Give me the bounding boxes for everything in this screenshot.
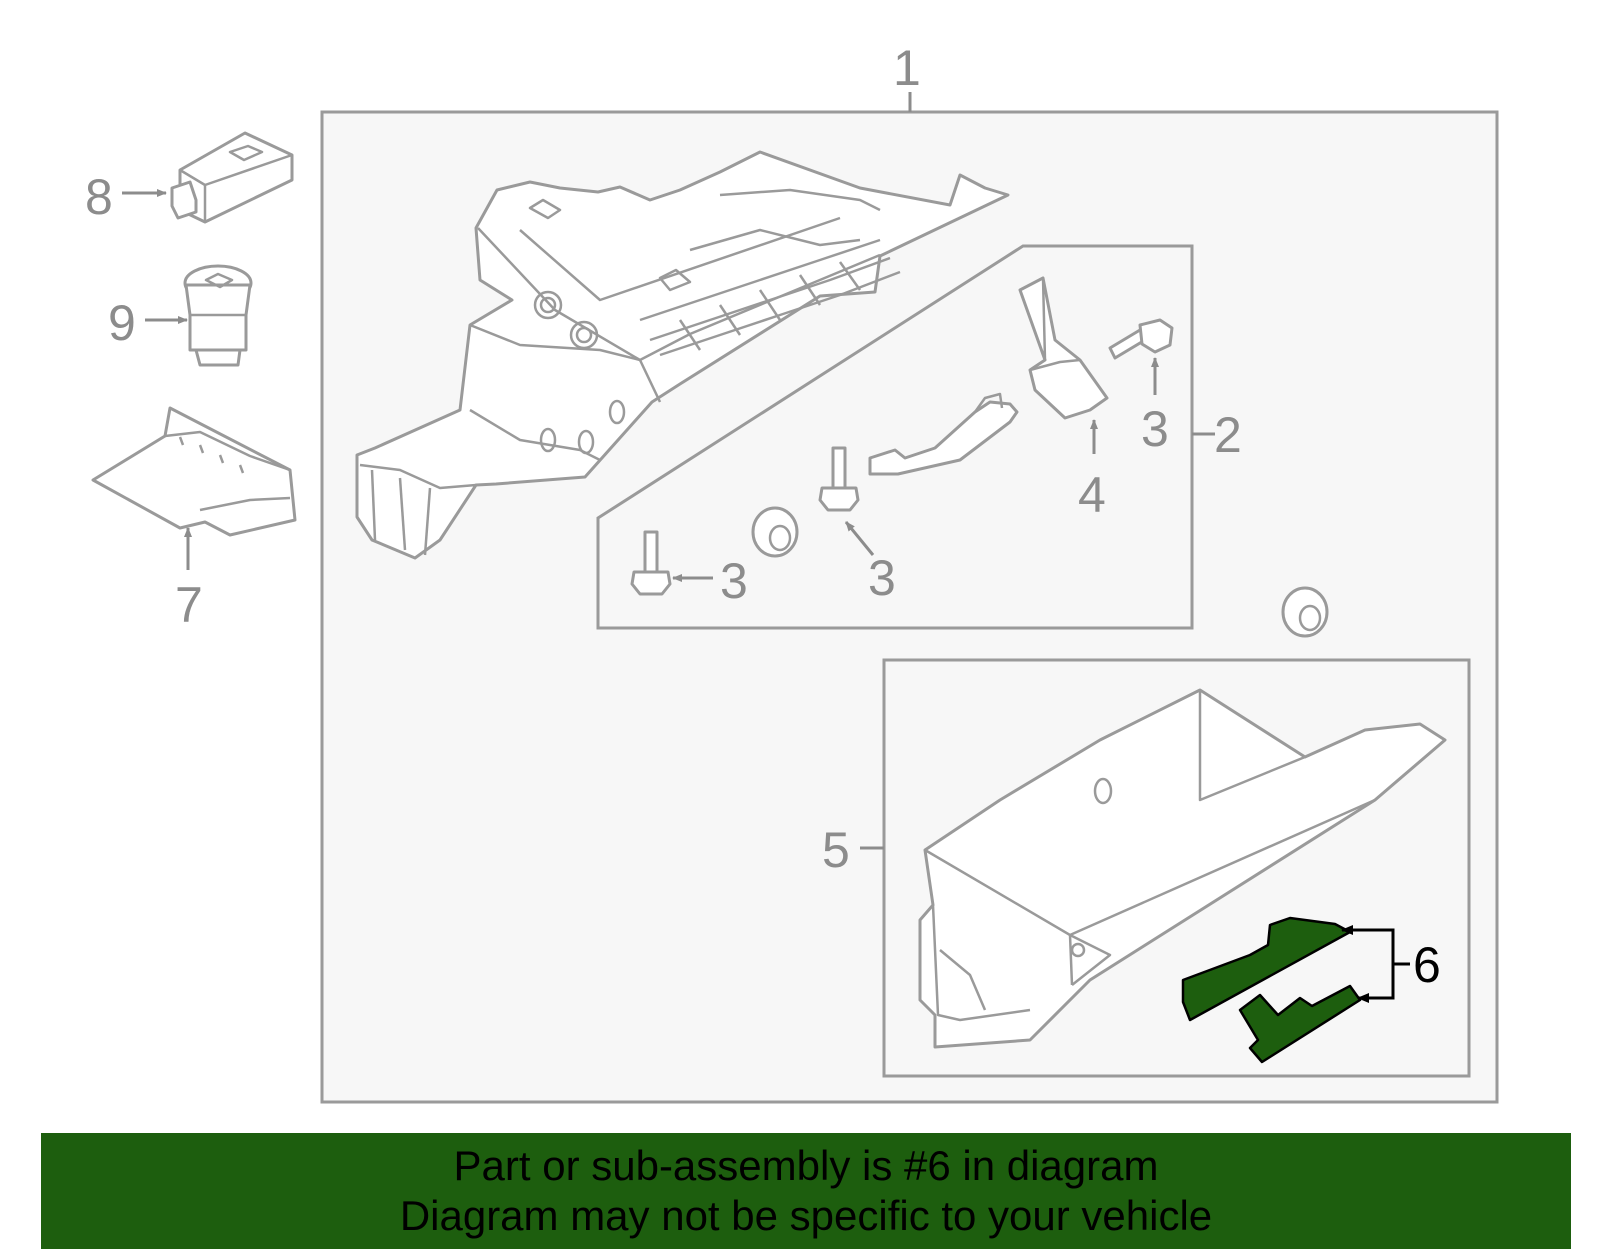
callout-9: 9 [108, 295, 136, 351]
part-8-module [170, 131, 294, 224]
leader-3b [844, 521, 875, 556]
dash-support-bracket [355, 150, 1010, 560]
callout-1: 1 [893, 40, 921, 96]
callout-5: 5 [822, 822, 850, 878]
callout-3-lower: 3 [720, 553, 748, 609]
part-6-highlighted [1181, 916, 1362, 1064]
banner-line-part: Part or sub-assembly is #6 in diagram [453, 1142, 1159, 1189]
bolt-lower-left [630, 530, 672, 596]
glove-box [918, 688, 1447, 1049]
callout-4: 4 [1078, 467, 1106, 523]
callout-3-upper: 3 [1141, 401, 1169, 457]
bumper-grommet-2 [1281, 586, 1329, 638]
callout-6: 6 [1413, 937, 1441, 993]
hinge-bracket [868, 392, 1019, 476]
glove-box-latch [1018, 276, 1109, 420]
callout-7: 7 [175, 577, 203, 633]
banner-line-disclaimer: Diagram may not be specific to your vehi… [399, 1192, 1213, 1239]
part-9-lock-cylinder [183, 264, 253, 367]
leader-6-upper [1341, 925, 1395, 970]
callout-8: 8 [85, 169, 113, 225]
bumper-grommet-1 [751, 506, 799, 558]
callout-2: 2 [1214, 407, 1242, 463]
bolt-middle [818, 446, 860, 512]
part-6-lower-piece [1238, 984, 1362, 1064]
bolt-upper-right [1108, 318, 1174, 360]
part-7-panel [91, 406, 297, 537]
callout-3-middle: 3 [868, 550, 896, 606]
leader-6-lower [1357, 960, 1395, 1003]
info-banner: Part or sub-assembly is #6 in diagram Di… [41, 1133, 1571, 1249]
part-6-upper-piece [1181, 916, 1352, 1022]
